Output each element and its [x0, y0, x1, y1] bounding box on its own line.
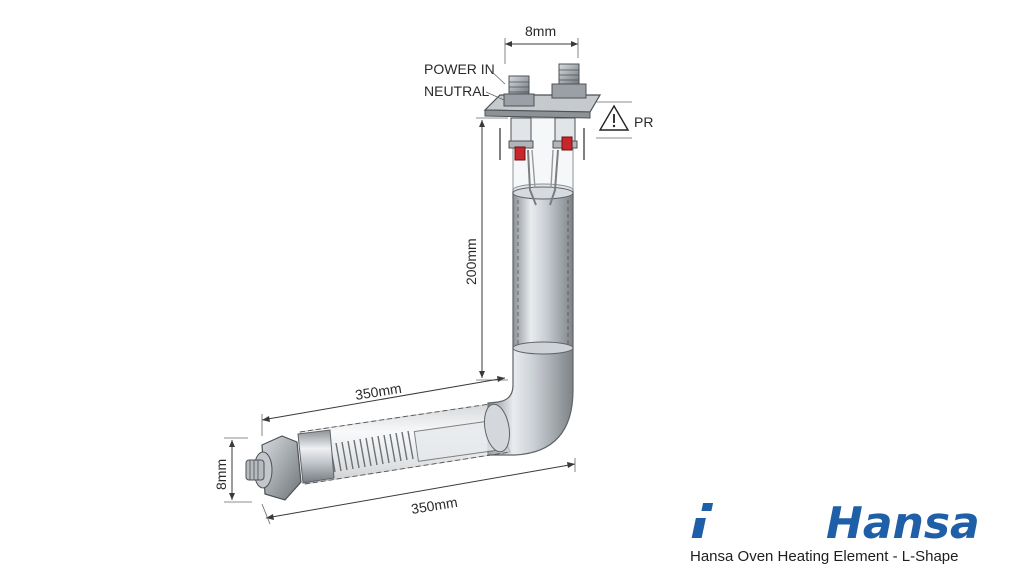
dimension-vertical: [476, 117, 508, 381]
warning-triangle-icon: [598, 104, 630, 131]
red-insulator-right: [561, 136, 573, 151]
end-fitting: [245, 435, 302, 501]
dimension-horizontal-lower: [261, 458, 576, 525]
dimension-horizontal-upper: [261, 376, 506, 436]
dimension-horizontal-lower-label: 350mm: [410, 494, 459, 517]
dimension-top-width-label: 8mm: [525, 23, 556, 39]
horizontal-tube: [297, 403, 511, 485]
terminal-plate: [483, 63, 602, 161]
brand-name: Hansa: [826, 498, 980, 549]
caption: Hansa Oven Heating Element - L-Shape: [690, 548, 959, 565]
neutral-label: NEUTRAL: [424, 83, 490, 99]
dimension-end-height-label: 8mm: [213, 459, 229, 490]
warning-label: PR: [634, 114, 653, 130]
dimension-vertical-label: 200mm: [463, 238, 479, 285]
dimension-top-width: [504, 38, 579, 64]
red-insulator-left: [514, 146, 526, 161]
dimension-horizontal-upper-label: 350mm: [354, 380, 403, 403]
dimension-end-height: [224, 437, 252, 503]
power-in-label: POWER IN: [424, 61, 495, 77]
brand-logo: Hansa: [691, 498, 980, 549]
